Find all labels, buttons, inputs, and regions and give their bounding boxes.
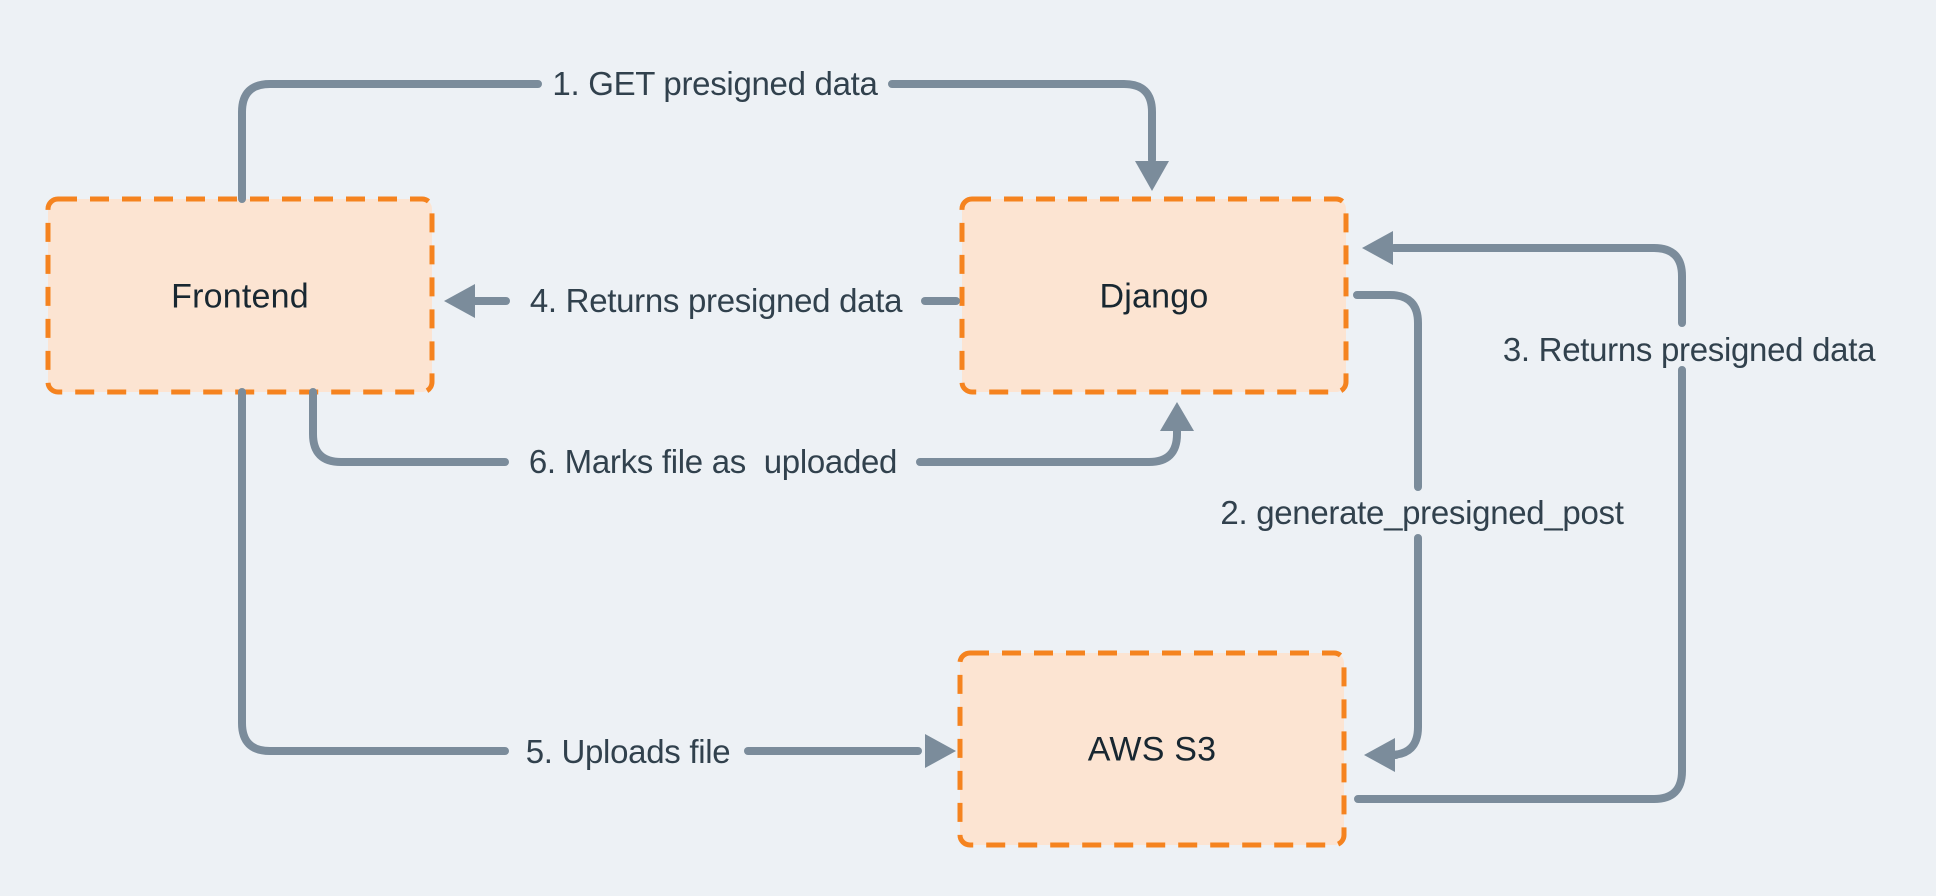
edge-6-marks-file-uploaded-line [309, 388, 1194, 466]
arrowhead-left-icon [1364, 738, 1395, 772]
arrowhead-down-icon [1135, 161, 1169, 191]
edge-label-2-generate-presigned-post: 2. generate_presigned_post [1220, 494, 1624, 531]
arrowhead-right-icon [925, 734, 956, 768]
edge-label-5-uploads-file: 5. Uploads file [525, 733, 731, 770]
arrowhead-left-icon [444, 284, 475, 318]
node-label-aws-s3: AWS S3 [1087, 730, 1217, 769]
edge-label-4-returns-presigned-data: 4. Returns presigned data [529, 282, 903, 319]
node-label-frontend: Frontend [171, 277, 309, 316]
edge-3-returns-presigned-data-line [1354, 231, 1686, 803]
edge-2-generate-presigned-post-line [1353, 291, 1422, 772]
edge-4-returns-presigned-data-line [444, 284, 960, 318]
edge-label-1-get-presigned-data: 1. GET presigned data [552, 65, 878, 102]
arrowhead-left-icon [1362, 231, 1393, 265]
edge-label-3-returns-presigned-data: 3. Returns presigned data [1502, 331, 1876, 368]
edge-5-uploads-file-line [238, 388, 956, 768]
node-label-django: Django [1099, 277, 1209, 316]
edge-1-get-presigned-data-line [238, 80, 1169, 203]
node-box-aws-s3 [957, 650, 1347, 848]
node-box-django [959, 196, 1349, 395]
edge-label-6-marks-file-uploaded: 6. Marks file as uploaded [528, 443, 898, 480]
arrowhead-up-icon [1160, 402, 1194, 431]
